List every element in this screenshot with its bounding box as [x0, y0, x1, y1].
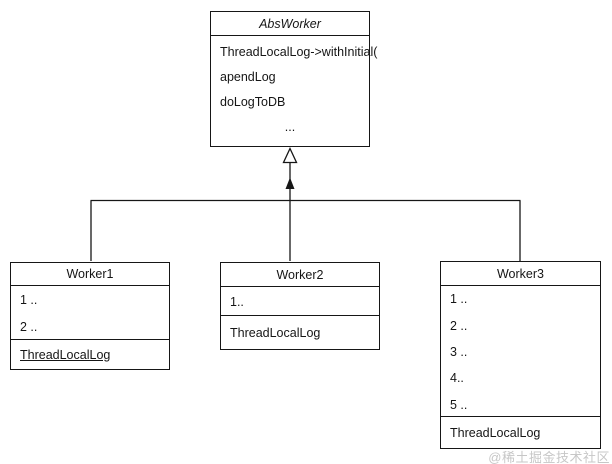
class-worker3-title: Worker3	[441, 262, 600, 286]
operation-threadlocallog: ThreadLocalLog	[450, 425, 541, 440]
class-worker1: Worker1 1 .. 2 .. ThreadLocalLog	[10, 262, 170, 370]
filled-arrowhead-icon	[285, 177, 295, 189]
class-worker1-title: Worker1	[11, 263, 169, 286]
member-dologtodb: doLogToDB	[220, 94, 286, 109]
attribute-1: 1..	[230, 295, 244, 309]
class-worker3-operations: ThreadLocalLog	[441, 416, 600, 448]
class-worker2: Worker2 1.. ThreadLocalLog	[220, 262, 380, 350]
member-withinitial: ThreadLocalLog->withInitial(	[220, 44, 378, 59]
member-ellipsis: ...	[284, 119, 296, 134]
class-worker2-operations: ThreadLocalLog	[221, 315, 379, 349]
hollow-triangle-icon	[282, 146, 298, 164]
attribute-5: 5 ..	[450, 397, 468, 412]
class-worker1-attributes: 1 .. 2 ..	[11, 286, 169, 340]
attribute-4: 4..	[450, 371, 464, 386]
class-worker2-title: Worker2	[221, 263, 379, 287]
class-worker3-attributes: 1 .. 2 .. 3 .. 4.. 5 ..	[441, 286, 600, 418]
attribute-2: 2 ..	[20, 319, 38, 334]
watermark-text: @稀土掘金技术社区	[488, 450, 610, 464]
member-apendlog: apendLog	[220, 69, 276, 84]
class-worker1-operations: ThreadLocalLog	[11, 339, 169, 369]
class-absworker: AbsWorker ThreadLocalLog->withInitial( a…	[210, 11, 378, 147]
attribute-1: 1 ..	[450, 292, 468, 307]
attribute-3: 3 ..	[450, 344, 468, 359]
attribute-2: 2 ..	[450, 318, 468, 333]
class-worker3: Worker3 1 .. 2 .. 3 .. 4.. 5 .. ThreadLo…	[440, 261, 601, 449]
class-absworker-title: AbsWorker	[211, 12, 369, 36]
class-absworker-members: ThreadLocalLog->withInitial( apendLog do…	[211, 36, 378, 139]
operation-threadlocallog: ThreadLocalLog	[230, 325, 321, 340]
class-worker2-attributes: 1..	[221, 287, 379, 317]
attribute-1: 1 ..	[20, 292, 38, 307]
operation-threadlocallog: ThreadLocalLog	[20, 347, 111, 362]
